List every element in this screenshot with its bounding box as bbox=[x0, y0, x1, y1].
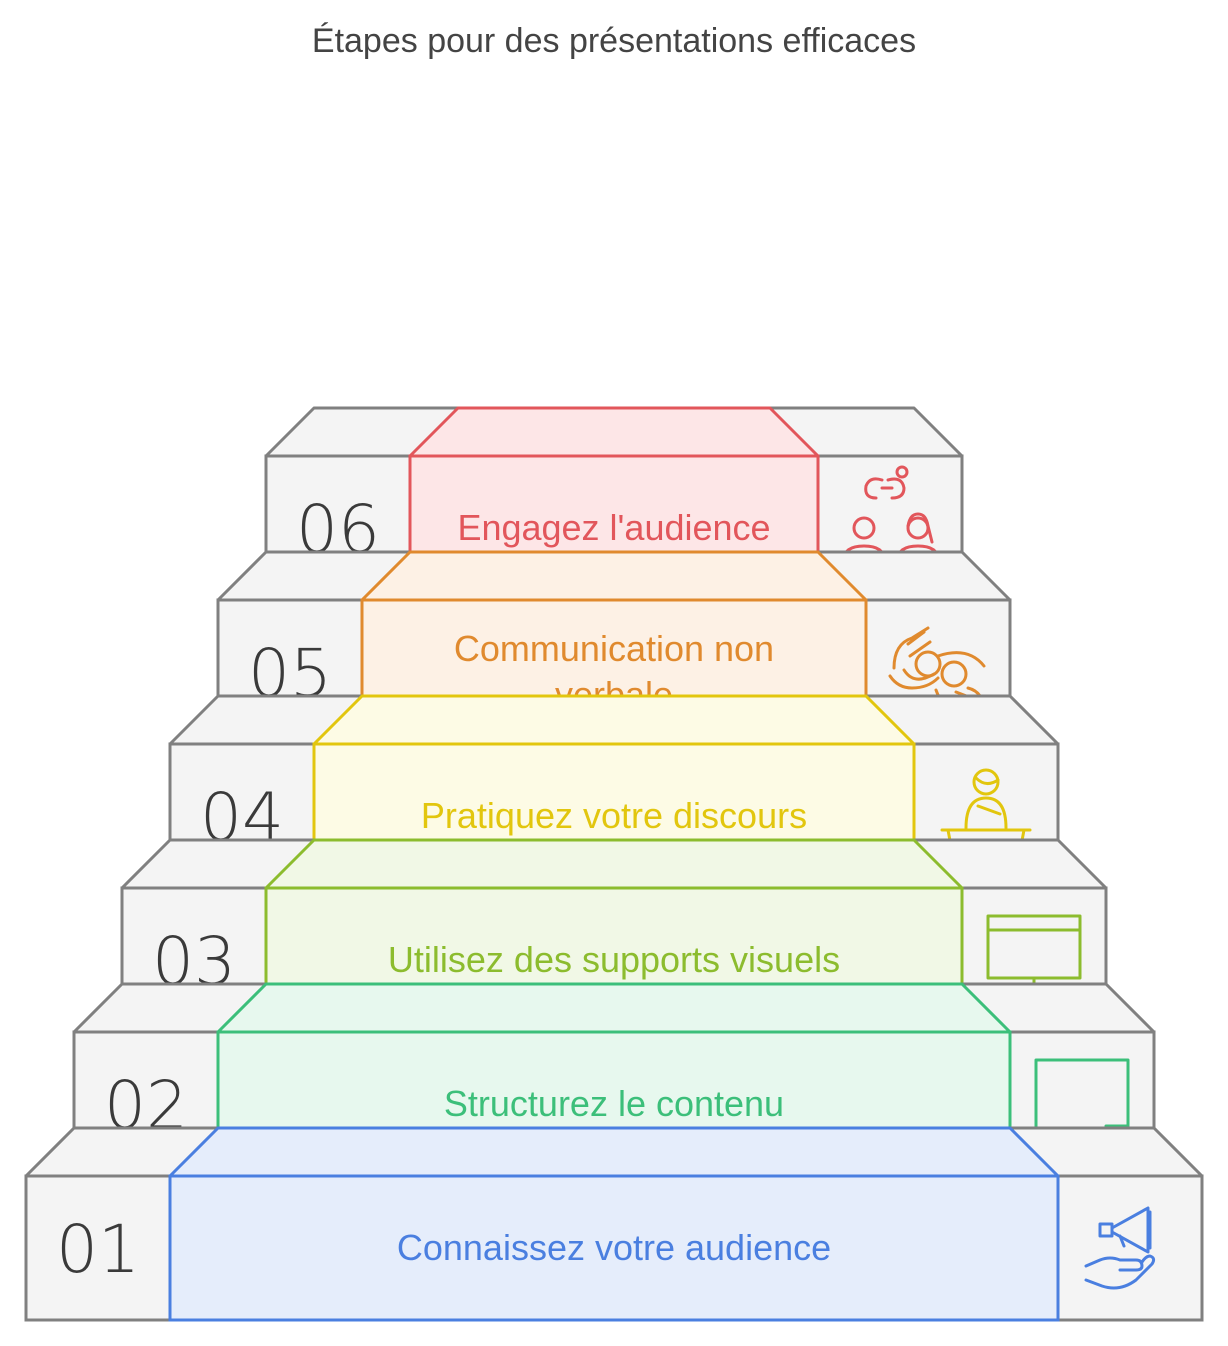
step-tread-center-01 bbox=[168, 1126, 1060, 1178]
step-label-05-line1: Communication non bbox=[454, 628, 774, 669]
diagram-title: Étapes pour des présentations efficaces bbox=[311, 22, 917, 60]
megaphone-hand-icon bbox=[1084, 1206, 1156, 1290]
step-tread-center-02 bbox=[216, 982, 1012, 1034]
step-tread-center-06 bbox=[408, 406, 820, 458]
step-label-04: Pratiquez votre discours bbox=[421, 795, 807, 836]
step-number-01: 01 bbox=[56, 1211, 140, 1288]
gesture-hands-icon bbox=[888, 626, 986, 714]
step-tread-center-03 bbox=[264, 838, 964, 890]
step-tread-center-04 bbox=[312, 694, 916, 746]
step-label-06: Engagez l'audience bbox=[457, 507, 770, 548]
step-tread-center-05 bbox=[360, 550, 868, 602]
step-01: 01 Connaissez votre audience bbox=[24, 1126, 1204, 1322]
step-label-03: Utilisez des supports visuels bbox=[388, 939, 840, 980]
step-label-01: Connaissez votre audience bbox=[397, 1227, 831, 1268]
step-label-02: Structurez le contenu bbox=[444, 1083, 784, 1124]
step-front-center-01 bbox=[168, 1174, 1060, 1322]
